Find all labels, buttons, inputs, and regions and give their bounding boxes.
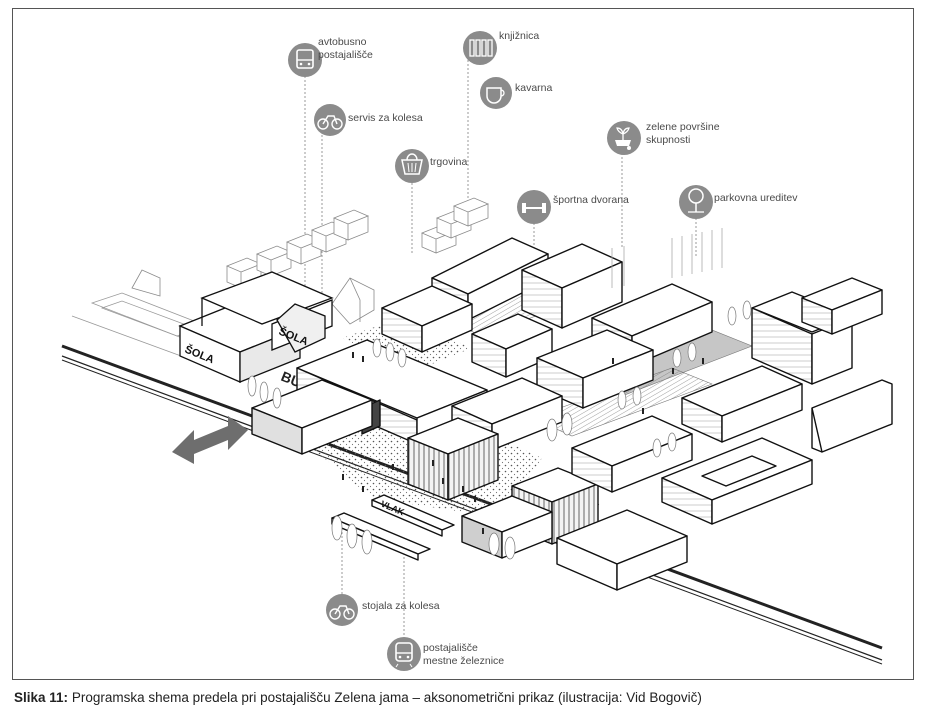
bus-direction-arrow [172,416,248,464]
green-areas-label: zelene površine skupnosti [646,121,720,146]
block-front-left [251,379,373,455]
building-blocks [251,237,893,591]
icon-green-areas [607,121,641,155]
block-far-right [801,277,893,453]
block-front-station [407,417,499,501]
library-label: knjižnica [499,30,540,42]
block-front-right-2 [661,437,813,525]
figure-caption: Slika 11: Programska shema predela pri p… [14,690,702,705]
block-back-2 [521,243,623,329]
icon-park [679,185,713,219]
school-buildings [178,271,334,383]
icon-train-stop [387,637,421,671]
icon-bike-service [314,104,346,136]
block-front-right-1 [571,415,693,493]
people [342,352,704,534]
icon-bus-stop [288,43,322,77]
axonometric-illustration: ŠOLA ŠOLA BUS [61,31,893,671]
icon-library [463,31,497,65]
leader-lines [304,48,697,636]
caption-label: Slika 11: [14,690,69,705]
park-label: parkovna ureditev [714,192,798,204]
icon-bike-racks [326,594,358,626]
bike-racks-label: stojala za kolesa [362,600,440,612]
block-middle-2 [536,329,654,409]
caption-text: Programska shema predela pri postajališč… [71,690,702,705]
icon-cafe [480,77,512,109]
bus-stop-label: avtobusno postajališče [318,36,373,61]
icon-shop [395,149,429,183]
park-tree-lines [611,228,723,288]
trees [247,300,752,560]
bike-service-label: servis za kolesa [348,112,423,124]
block-back-3 [381,285,473,353]
block-front-empty [556,509,688,591]
shop-label: trgovina [430,156,468,168]
cafe-label: kavarna [515,82,553,94]
train-stop-label: postajališče mestne železnice [423,642,505,667]
block-right-2 [681,365,803,443]
icon-sports-hall [517,190,551,224]
sports-hall-label: športna dvorana [553,194,629,206]
